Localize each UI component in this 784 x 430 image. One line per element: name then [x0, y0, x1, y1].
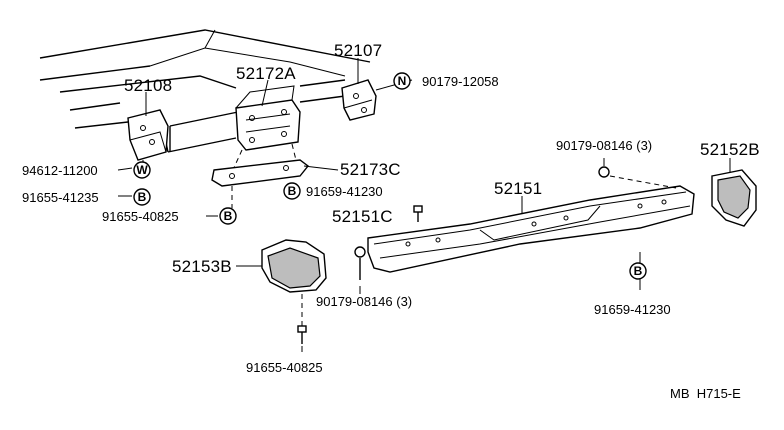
label-91655-40825-bottom: 91655-40825: [246, 360, 323, 375]
label-52173c: 52173C: [340, 160, 401, 179]
bolt-bottom-hardware: [297, 294, 307, 344]
bracket-mid: [231, 85, 301, 173]
label-52108: 52108: [124, 76, 172, 95]
svg-text:B: B: [634, 264, 643, 278]
leader-lines: [117, 58, 731, 352]
svg-text:W: W: [136, 163, 148, 177]
label-52172a: 52172A: [236, 64, 296, 83]
diagram-code: MB H715-E: [670, 386, 741, 401]
label-90179-12058: 90179-12058: [422, 74, 499, 89]
label-52152b: 52152B: [700, 140, 760, 159]
label-91655-41235: 91655-41235: [22, 190, 99, 205]
nut-right-hardware: [598, 166, 677, 189]
label-91655-40825-mid: 91655-40825: [102, 209, 179, 224]
label-90179-08146-right: 90179-08146 (3): [556, 138, 652, 153]
n-mark-icon: N: [393, 72, 411, 90]
nut-lower-hardware: [354, 246, 366, 280]
b-mark-icon: B: [219, 207, 237, 225]
label-94612-11200: 94612-11200: [22, 163, 98, 178]
b-mark-icon: B: [133, 188, 151, 206]
svg-text:N: N: [398, 74, 407, 88]
bumper-bar: [367, 185, 695, 273]
clip-bar: [413, 205, 423, 222]
label-90179-08146-lower: 90179-08146 (3): [316, 294, 412, 309]
label-52151: 52151: [494, 179, 542, 198]
label-52151c: 52151C: [332, 207, 393, 226]
label-91659-41230-stay: 91659-41230: [306, 184, 383, 199]
svg-text:B: B: [288, 184, 297, 198]
svg-text:B: B: [224, 209, 233, 223]
bracket-front: [341, 79, 377, 121]
w-mark-icon: W: [133, 161, 151, 179]
stay-lower: [211, 159, 309, 208]
label-52107: 52107: [334, 41, 382, 60]
label-91659-41230-right: 91659-41230: [594, 302, 671, 317]
label-52153b: 52153B: [172, 257, 232, 276]
bracket-left: [127, 109, 169, 168]
b-mark-icon: B: [629, 262, 647, 280]
b-mark-icon: B: [283, 182, 301, 200]
cover-left: [261, 239, 327, 293]
svg-text:B: B: [138, 190, 147, 204]
frame-rails: [39, 29, 371, 153]
cover-right: [711, 169, 757, 227]
